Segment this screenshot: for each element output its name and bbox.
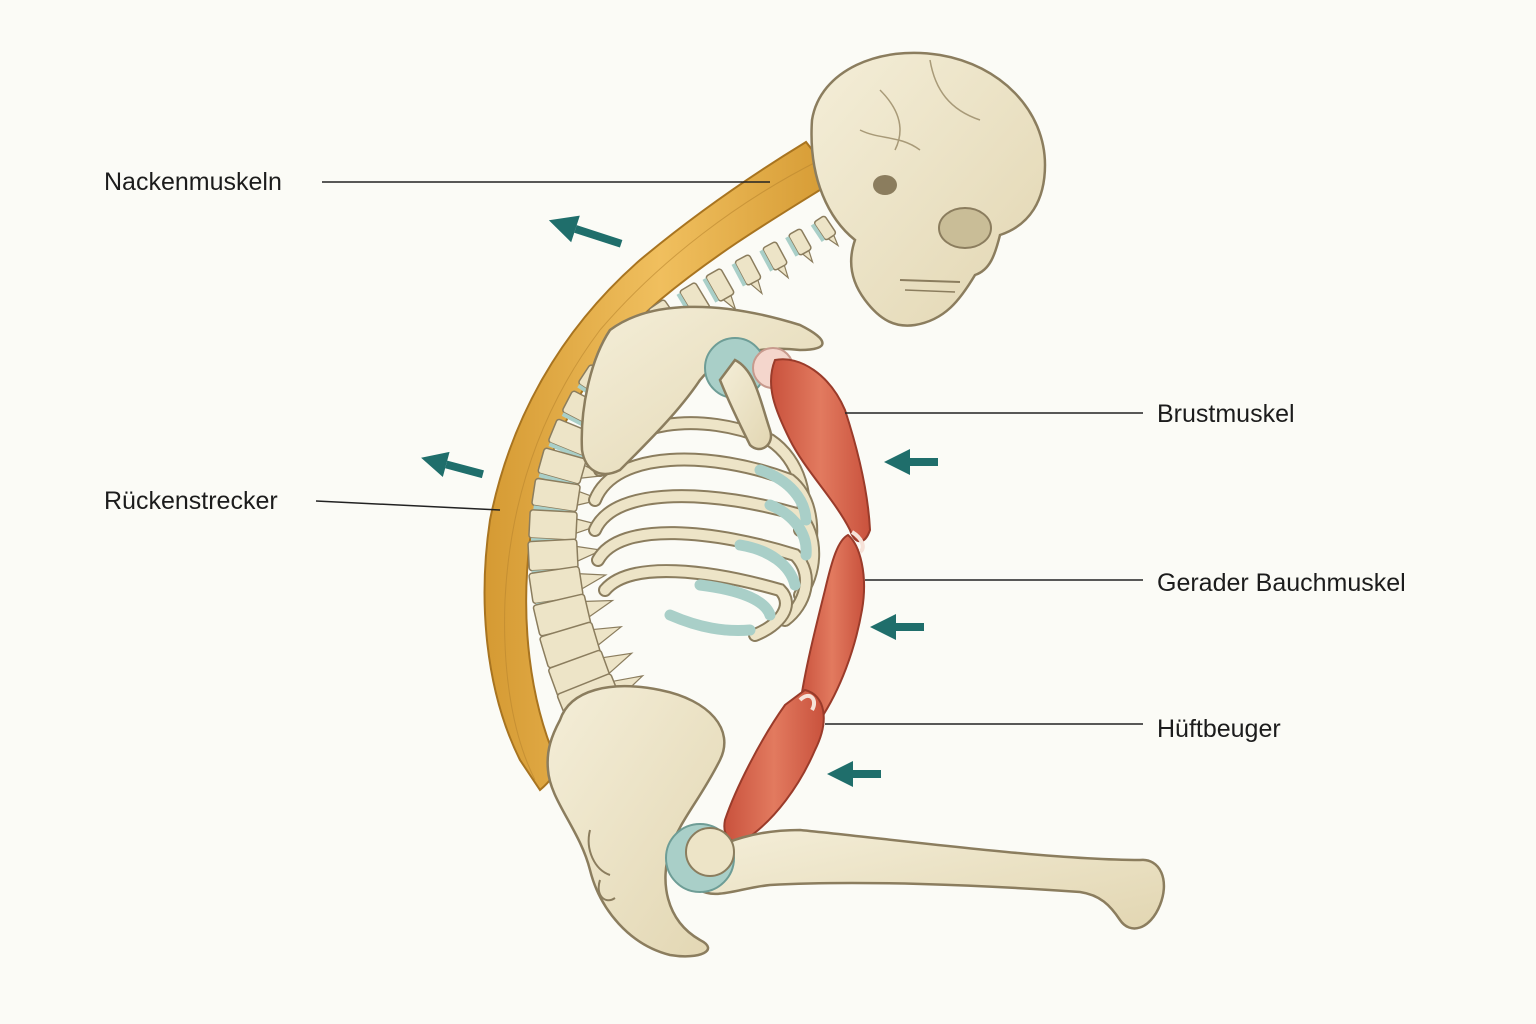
arrow-back-icon: [421, 451, 484, 479]
pelvis: [546, 685, 726, 958]
label-back-extensor: Rückenstrecker: [104, 487, 278, 515]
femur: [665, 823, 1166, 930]
label-chest-muscle: Brustmuskel: [1157, 400, 1295, 428]
arrow-abs-icon: [870, 614, 924, 640]
hip-flexor-muscle: [723, 688, 825, 843]
vertebra: [531, 477, 604, 516]
arrow-hip-icon: [827, 761, 881, 787]
skull: [810, 51, 1047, 327]
label-neck-muscles: Nackenmuskeln: [104, 168, 282, 196]
spine: [527, 200, 860, 730]
arrow-chest-icon: [884, 449, 938, 475]
scapula: [580, 305, 824, 476]
leader-lines: [315, 181, 1143, 725]
label-hip-flexor: Hüftbeuger: [1157, 715, 1281, 743]
vertebra: [810, 215, 840, 248]
direction-arrows: [421, 215, 938, 787]
vertebra: [785, 228, 814, 264]
arrow-neck-icon: [548, 215, 623, 248]
vertebra: [702, 268, 737, 312]
label-rectus-abdominis: Gerader Bauchmuskel: [1157, 569, 1406, 597]
vertebra: [759, 241, 790, 280]
vertebra: [731, 254, 764, 296]
